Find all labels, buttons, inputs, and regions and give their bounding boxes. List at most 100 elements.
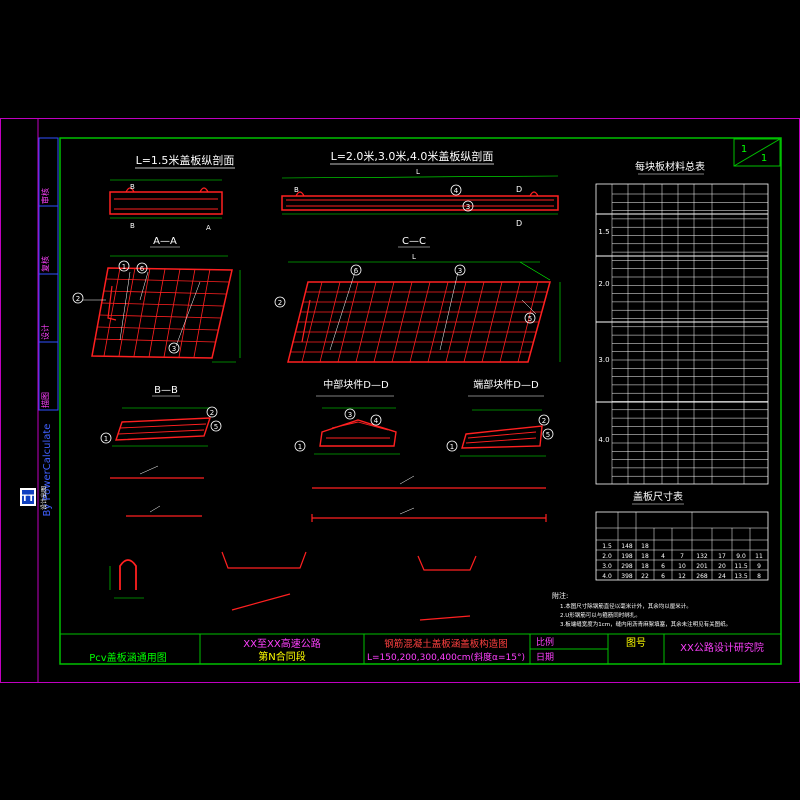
span-label-1: 1.5: [598, 228, 609, 236]
title-mid-dd: 中部块件D—D: [323, 378, 389, 391]
view-l234-longitudinal: L=2.0米,3.0米,4.0米盖板纵剖面 L 4 3 D D B: [281, 149, 559, 228]
size-table-cell: 398: [621, 573, 633, 580]
size-table-cell: 24: [718, 573, 726, 580]
size-table-cell: 3.0: [602, 563, 612, 570]
notes-label: 附注:: [552, 591, 568, 600]
marker-bb-1: [100, 432, 112, 444]
size-table-cell: 4: [661, 553, 665, 560]
marker-l234-3-text: 3: [466, 203, 470, 211]
size-table-cell: 12: [678, 573, 686, 580]
side-label-check: 复核: [40, 256, 50, 272]
marker-end-2: [538, 414, 550, 426]
marker-aa-6: [136, 262, 148, 274]
material-table: 每块板材料总表 1.5 2.0 3.0 4.0: [595, 160, 769, 485]
marker-cc-6: [350, 264, 362, 276]
cut-b-left-bottom: B: [130, 222, 135, 230]
title-cc: C—C: [402, 236, 426, 247]
size-table-cell: 4.0: [602, 573, 612, 580]
span-label-3: 3.0: [598, 356, 609, 364]
marker-aa-1: [118, 260, 130, 272]
size-table-cell: 8: [757, 573, 761, 580]
size-table-cell: 22: [641, 573, 649, 580]
view-section-bb: B—B 1 2 5: [100, 385, 222, 447]
drawing-title: 钢筋混凝土盖板涵盖板构造图: [384, 638, 508, 650]
marker-l234-3: [462, 200, 474, 212]
span-label-2: 2.0: [598, 280, 609, 288]
cut-d-top: D: [516, 185, 522, 194]
project-line-1: XX至XX高速公路: [243, 637, 320, 650]
marker-bb-2-text: 2: [210, 409, 214, 417]
size-table-cell: 198: [621, 553, 633, 560]
size-table-cell: 268: [696, 573, 708, 580]
drawing-subtitle: L=150,200,300,400cm(斜度α=15°): [367, 651, 525, 663]
notes-block: 附注: 1.本图尺寸除钢筋直径以毫米计外，其余均以厘米计。 2.U形钢筋可以与箍…: [552, 591, 731, 628]
size-table-cell: 7: [680, 553, 684, 560]
material-table-title: 每块板材料总表: [635, 160, 705, 173]
size-table-cell: 20: [718, 563, 726, 570]
project-line-2: 第N合同段: [258, 650, 305, 663]
l-dim-cc: L: [412, 253, 416, 261]
size-table-cell: 18: [641, 543, 649, 550]
size-table-cell: 18: [641, 563, 649, 570]
marker-cc-5: [524, 312, 536, 324]
scale-label: 比例: [536, 636, 554, 648]
size-table-title: 盖板尺寸表: [633, 490, 683, 503]
marker-mid-1-text: 1: [298, 443, 302, 451]
marker-cc-2: [274, 296, 286, 308]
size-table-cell: 13.5: [734, 573, 748, 580]
marker-cc-3: [454, 264, 466, 276]
marker-end-2-text: 2: [542, 417, 546, 425]
left-side-strip: 审核 复核 设计 描图 By PowerCalculate TT 设计出图: [20, 137, 59, 516]
size-table-cell: 10: [678, 563, 686, 570]
marker-l234-4: [450, 184, 462, 196]
rebar-u-hook: [119, 559, 137, 590]
slab-section-mid: [319, 419, 397, 447]
title-bb: B—B: [154, 385, 178, 396]
marker-cc-2-text: 2: [278, 299, 282, 307]
slab-l234: [281, 195, 559, 211]
marker-mid-3-text: 3: [348, 411, 352, 419]
size-table-cell: 1.5: [602, 543, 612, 550]
view-section-aa: A—A 1 6 2 3: [72, 236, 241, 363]
marker-cc-6-text: 6: [354, 267, 359, 275]
cut-b-left-top: B: [130, 183, 135, 191]
slab-l15: [109, 191, 223, 215]
size-table-cell: 148: [621, 543, 633, 550]
size-table-cell: 201: [696, 563, 708, 570]
marker-aa-3-text: 3: [172, 345, 176, 353]
cut-d-bottom: D: [516, 219, 522, 228]
size-table-cell: 11.5: [734, 563, 748, 570]
side-label-review: 审核: [40, 188, 50, 204]
title-l15: L=1.5米盖板纵剖面: [136, 153, 235, 167]
l-dim-top: L: [416, 168, 420, 176]
size-table-cell: 9: [757, 563, 761, 570]
marker-aa-3: [168, 342, 180, 354]
size-table-cell: 18: [641, 553, 649, 560]
marker-bb-5: [210, 420, 222, 432]
logo-caption: 设计出图: [40, 486, 48, 510]
marker-l234-4-text: 4: [454, 187, 459, 195]
marker-mid-4: [370, 414, 382, 426]
title-end-dd: 端部块件D—D: [473, 378, 539, 391]
size-table-cell: 11: [755, 553, 763, 560]
size-table-cell: 298: [621, 563, 633, 570]
marker-end-1-text: 1: [450, 443, 454, 451]
size-table-cell: 132: [696, 553, 708, 560]
view-mid-block-dd: 中部块件D—D 1 3 4: [294, 378, 400, 455]
marker-end-5-text: 5: [546, 431, 550, 439]
view-l15-longitudinal: L=1.5米盖板纵剖面 B B A: [109, 153, 235, 232]
marker-bb-2: [206, 406, 218, 418]
rebar-bent-end: [417, 555, 477, 571]
size-table-cell: 6: [661, 573, 665, 580]
side-label-design: 设计: [40, 324, 50, 340]
institute-logo: TT 设计出图: [20, 486, 48, 510]
marker-aa-2-text: 2: [76, 295, 80, 303]
marker-end-5: [542, 428, 554, 440]
view-section-cc: C—C L: [274, 236, 561, 363]
marker-mid-4-text: 4: [374, 417, 379, 425]
date-label: 日期: [536, 652, 554, 663]
size-table-cell: 17: [718, 553, 726, 560]
rebar-bent-mid: [221, 551, 307, 569]
